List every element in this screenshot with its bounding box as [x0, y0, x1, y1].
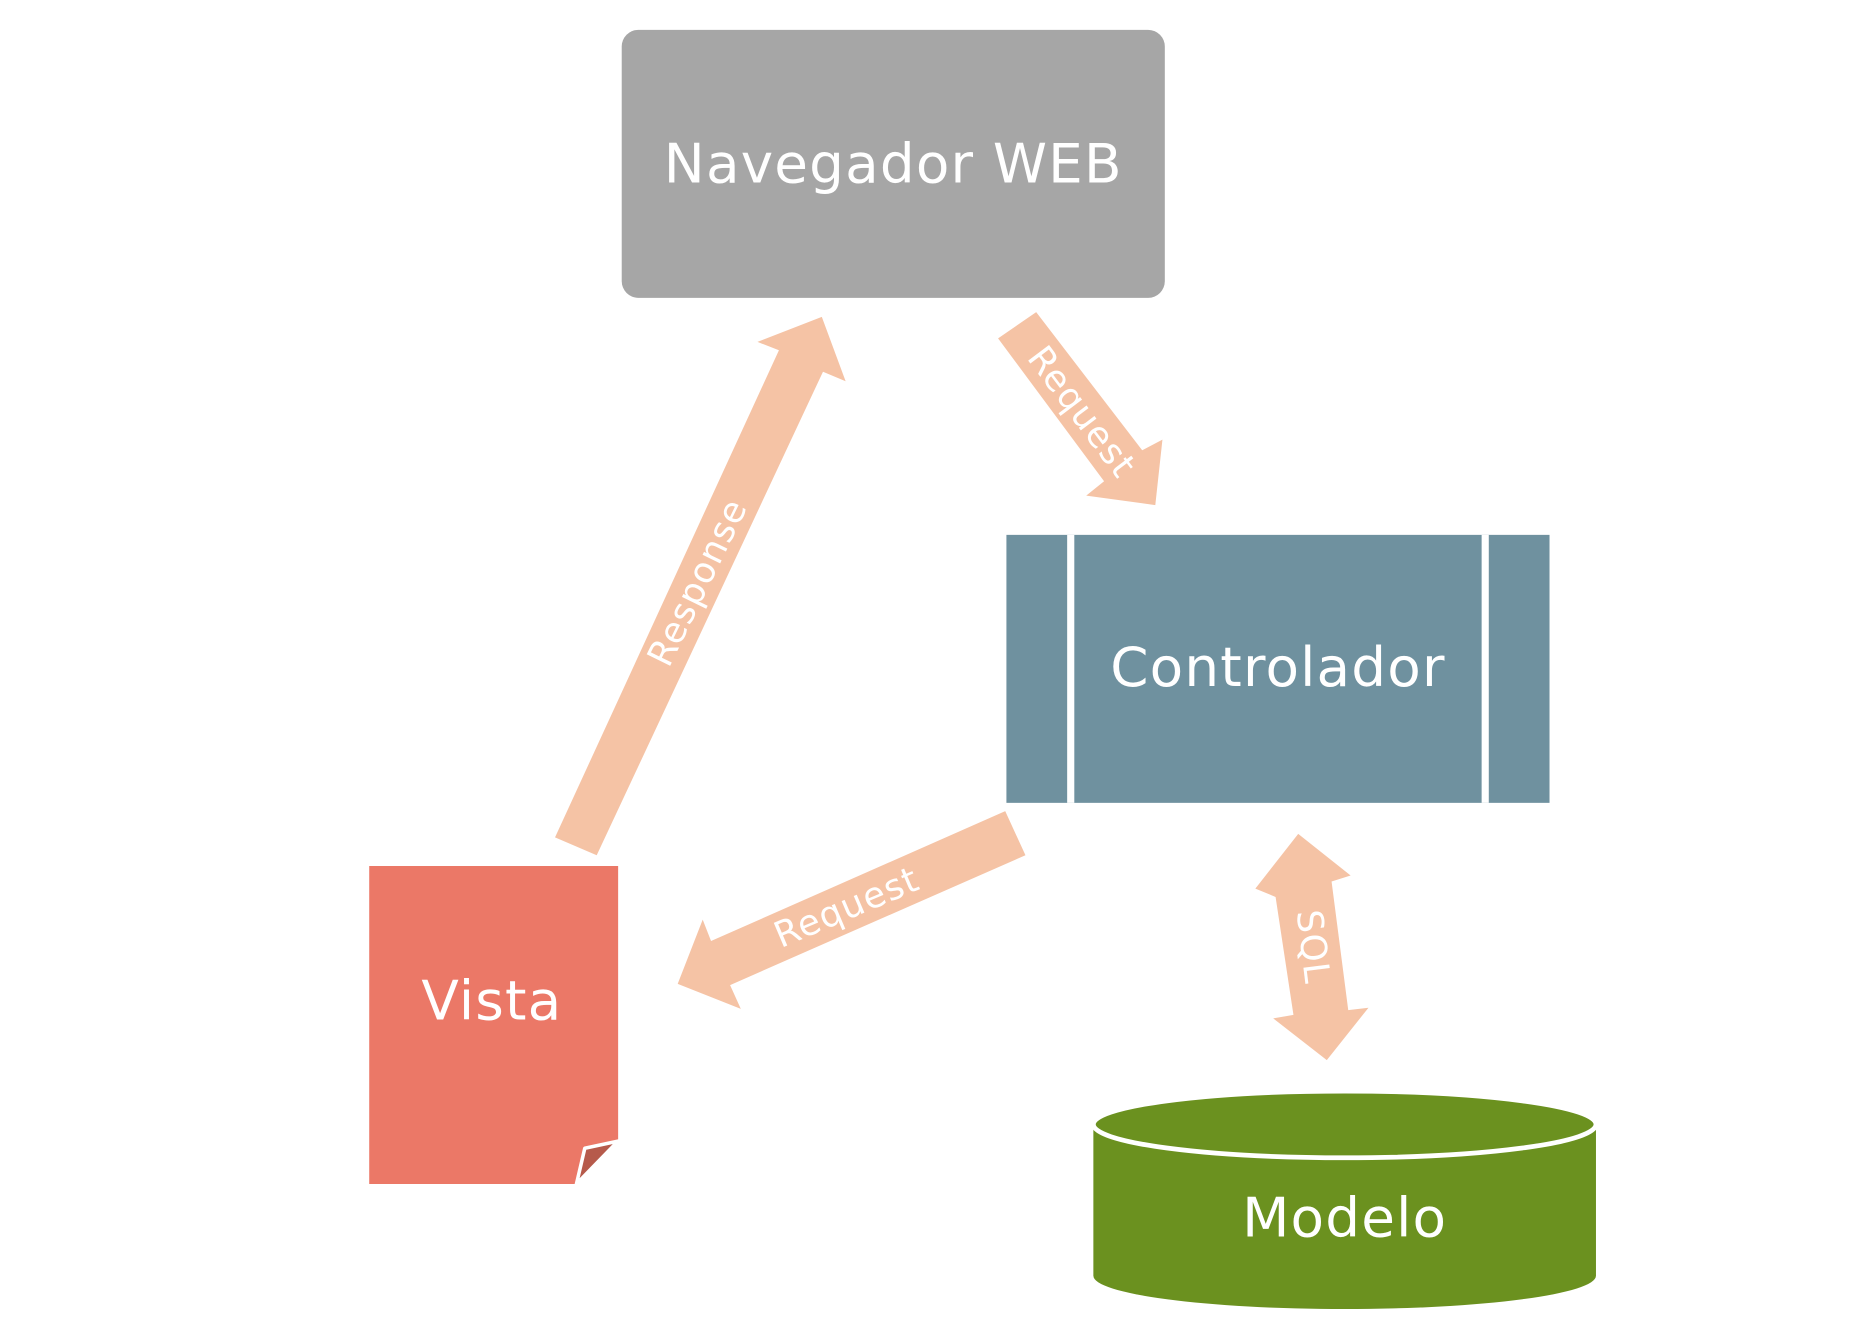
- model-cylinder-top: [1090, 1088, 1599, 1161]
- model-cylinder-body: [1093, 1124, 1596, 1310]
- view-label: Vista: [421, 969, 562, 1033]
- browser-node: Navegador WEB: [621, 29, 1165, 298]
- browser-to-controller-request-label: Request: [1019, 339, 1144, 486]
- controller-box: [1006, 534, 1550, 803]
- sql-arrow-label: SQL: [1288, 908, 1338, 987]
- view-node: Vista: [369, 865, 620, 1186]
- view-document-shape: [369, 865, 619, 1184]
- sql-double-arrow: [1255, 833, 1369, 1061]
- controller-left-divider: [1067, 534, 1075, 803]
- model-node: Modelo: [1090, 1088, 1599, 1310]
- browser-to-controller-request-arrow: [998, 312, 1163, 506]
- response-arrow-label: Response: [640, 492, 756, 673]
- controller-node: Controlador: [1006, 534, 1550, 803]
- browser-box: [621, 29, 1165, 298]
- controller-label: Controlador: [1110, 635, 1445, 699]
- model-label: Modelo: [1242, 1185, 1447, 1249]
- view-folded-corner: [574, 1139, 620, 1186]
- controller-to-view-request-arrow: [677, 811, 1026, 1009]
- browser-label: Navegador WEB: [664, 131, 1123, 195]
- controller-right-divider: [1481, 534, 1489, 803]
- response-arrow: [555, 316, 846, 856]
